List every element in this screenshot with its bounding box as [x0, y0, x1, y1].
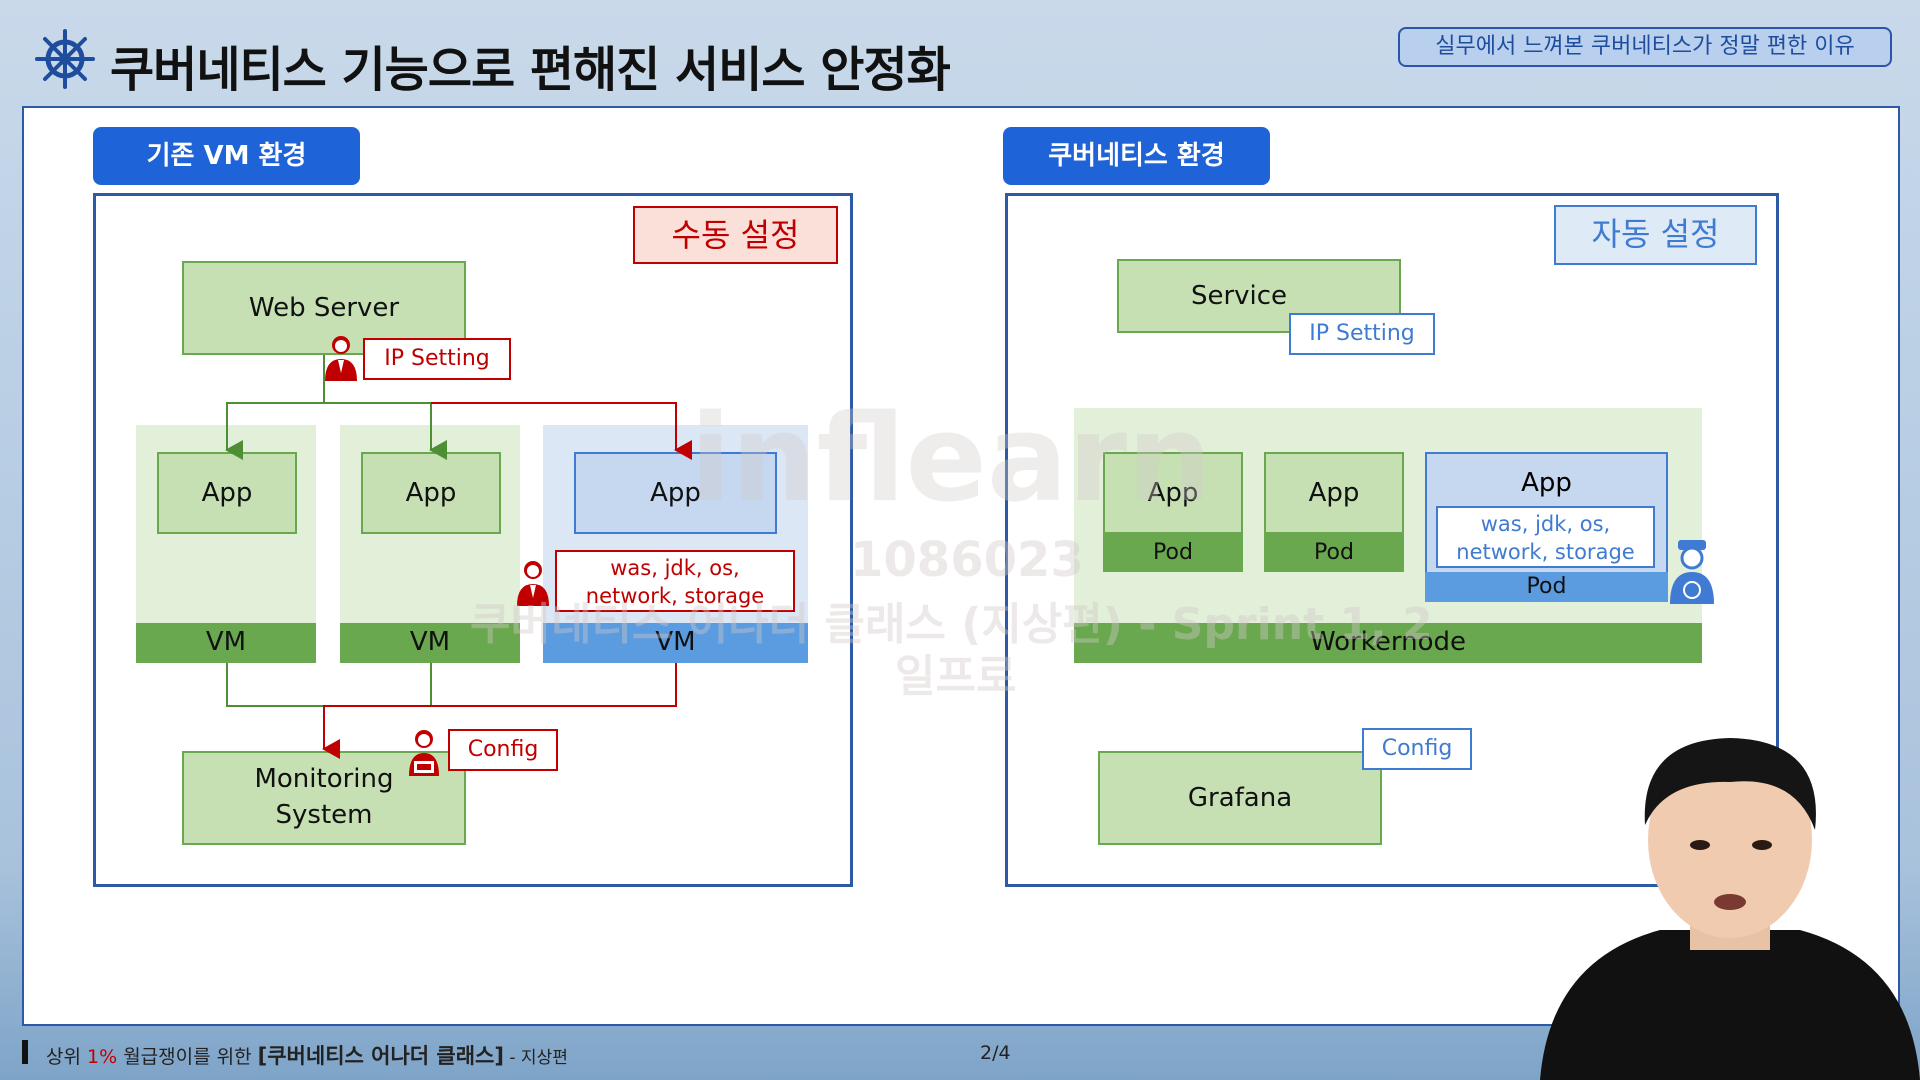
ip-setting-label: IP Setting — [363, 338, 511, 380]
footer-edition: - 지상편 — [503, 1048, 568, 1068]
grafana-box: Grafana — [1098, 751, 1382, 845]
presenter-video — [1540, 738, 1920, 1080]
page-number: 2/4 — [980, 1042, 1011, 1064]
watermark-author: 일프로 — [895, 651, 1017, 702]
vm-bar-1: VM — [136, 623, 316, 663]
app-box-1: App — [1103, 452, 1243, 534]
tab-vm-environment: 기존 VM 환경 — [93, 127, 360, 185]
engineer-icon — [517, 561, 549, 606]
app-label-3: App — [1521, 468, 1572, 498]
watermark-course: 쿠버네티스 어나더 클래스 (지상편) - Sprint 1, 2 — [470, 599, 1433, 650]
watermark-brand: inflearn — [690, 390, 1213, 529]
footer-highlight: 1% — [87, 1046, 118, 1068]
app-box-2: App — [361, 452, 501, 534]
ip-setting-label: IP Setting — [1289, 313, 1435, 355]
vm-bar-2: VM — [340, 623, 520, 663]
config-label: Config — [448, 729, 558, 771]
tab-k8s-environment: 쿠버네티스 환경 — [1003, 127, 1270, 185]
footer-accent — [22, 1040, 28, 1064]
footer-course: [쿠버네티스 어나더 클래스] — [257, 1044, 504, 1068]
manual-setting-badge: 수동 설정 — [633, 206, 838, 264]
page-title: 쿠버네티스 기능으로 편해진 서비스 안정화 — [110, 42, 951, 98]
config-label: Config — [1362, 728, 1472, 770]
runtime-stack-label: was, jdk, os, network, storage — [555, 550, 795, 612]
footer-mid: 월급쟁이를 위한 — [117, 1046, 258, 1068]
workernode-bar: Workernode — [1074, 623, 1702, 663]
app-box-3: App — [574, 452, 777, 534]
vm-bar-3: VM — [543, 623, 808, 663]
web-server-box: Web Server — [182, 261, 466, 355]
engineer-icon — [325, 336, 357, 381]
app-box-1: App — [157, 452, 297, 534]
auto-setting-badge: 자동 설정 — [1554, 205, 1757, 265]
app-box-2: App — [1264, 452, 1404, 534]
watermark-id: 1086023 — [850, 532, 1084, 588]
operator-robot-icon — [1670, 540, 1714, 604]
helm-wheel-icon — [35, 29, 95, 89]
footer-prefix: 상위 — [46, 1046, 87, 1068]
footer-course-title: 상위 1% 월급쟁이를 위한 [쿠버네티스 어나더 클래스] - 지상편 — [46, 1040, 568, 1070]
pod-bar-3: Pod — [1425, 572, 1668, 602]
developer-icon — [409, 730, 439, 776]
runtime-stack-label: was, jdk, os, network, storage — [1436, 506, 1655, 568]
pod-bar-2: Pod — [1264, 534, 1404, 572]
pod-bar-1: Pod — [1103, 534, 1243, 572]
subtitle-badge: 실무에서 느껴본 쿠버네티스가 정말 편한 이유 — [1398, 27, 1892, 67]
